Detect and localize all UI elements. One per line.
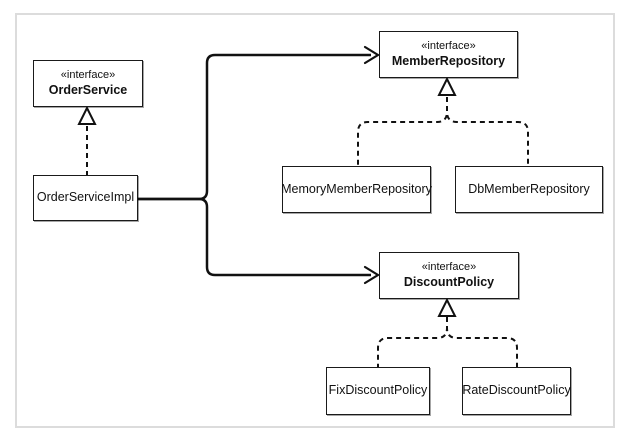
node-order-service-impl: OrderServiceImpl [33,175,138,221]
class-name: RateDiscountPolicy [462,383,571,398]
open-arrowhead-icon [363,265,381,285]
stereotype-label: «interface» [421,260,477,273]
hollow-triangle-icon [77,105,97,125]
edge-realization-orderservice [77,105,97,175]
node-member-repository: «interface» MemberRepository [379,31,518,78]
edge-realization-discountpolicy-tree [377,297,518,367]
edge-realization-memberrepository-tree [357,76,529,166]
node-fix-discount-policy: FixDiscountPolicy [326,367,430,415]
node-discount-policy: «interface» DiscountPolicy [379,252,519,299]
class-name: MemoryMemberRepository [281,181,432,196]
node-rate-discount-policy: RateDiscountPolicy [462,367,571,415]
class-name: MemberRepository [391,53,506,68]
class-name: DbMemberRepository [468,181,590,196]
node-order-service: «interface» OrderService [33,60,143,107]
open-arrowhead-icon [363,45,381,65]
class-name: FixDiscountPolicy [328,383,428,398]
class-name: OrderServiceImpl [36,190,135,205]
edge-dependency-discountpolicy [138,197,381,285]
node-db-member-repository: DbMemberRepository [455,166,603,213]
hollow-triangle-icon [437,297,457,317]
hollow-triangle-icon [437,76,457,96]
stereotype-label: «interface» [421,39,476,52]
class-name: OrderService [48,82,128,97]
stereotype-label: «interface» [60,68,116,81]
node-memory-member-repository: MemoryMemberRepository [281,166,432,213]
class-name: DiscountPolicy [403,274,495,289]
